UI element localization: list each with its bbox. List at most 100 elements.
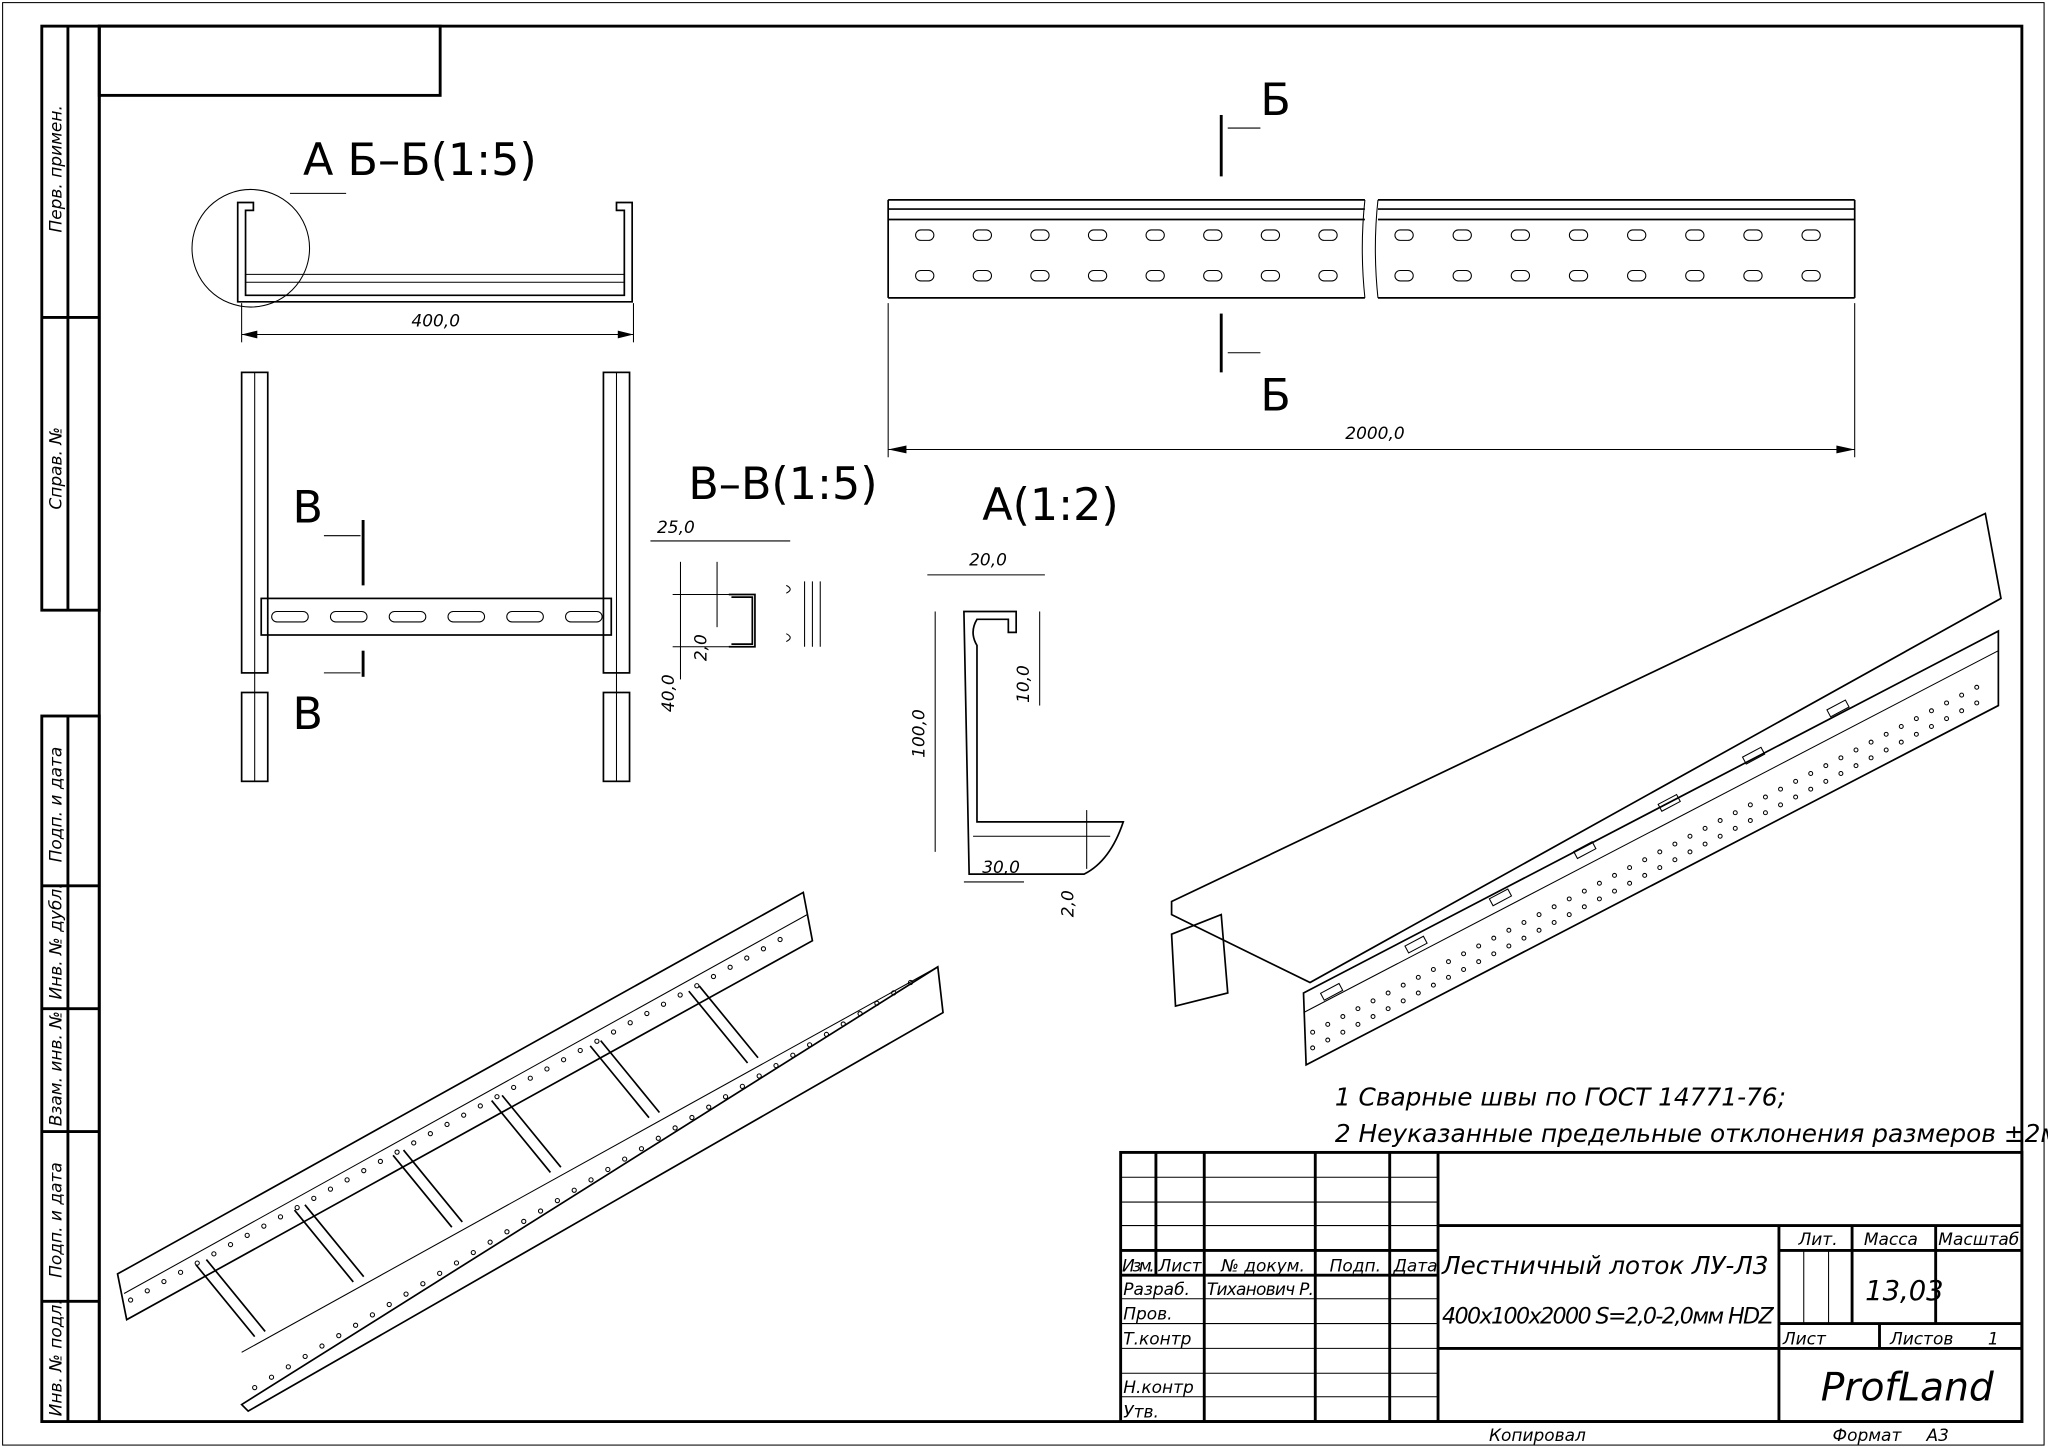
header-doc: № докум. [1220,1256,1305,1276]
rail-hole [144,1288,150,1294]
rail-hole [394,1149,400,1155]
rail-hole [622,1156,628,1162]
tray-hole [1461,951,1467,957]
elevation-hole [1030,229,1050,241]
rail-hole [461,1112,467,1118]
rail-hole [521,1218,527,1225]
tray-hole [1898,723,1904,729]
tray-hole [1370,1014,1376,1020]
tray-hole [1370,998,1376,1004]
rail-hole [610,1029,617,1035]
tray-hole [1959,692,1965,698]
rail-hole [311,1195,317,1201]
rail-hole [677,992,683,998]
rail-hole [605,1166,611,1173]
tray-hole [1551,919,1557,925]
side-label-vzam: Взам. инв. № [46,1011,66,1126]
elevation-hole [1260,229,1281,241]
rail-hole [577,1047,583,1054]
rail-hole [527,1075,533,1081]
company-name: ProfLand [1821,1366,1995,1411]
tray-rung-slot [1404,935,1428,954]
tray-hole [1325,1021,1331,1027]
rail-hole [655,1135,661,1141]
side-label-podp1: Подп. и дата [46,747,66,863]
tray-hole [1853,747,1859,753]
dim-vv-height: 40,0 [659,674,679,712]
rail-hole [891,990,897,996]
tray-hole [1868,739,1874,745]
rail-hole [177,1269,184,1275]
rail-hole [706,1104,712,1110]
tray-hole [1657,849,1663,855]
dim-a-thickness: 2,0 [1059,890,1079,917]
format-value: А3 [1926,1426,1949,1446]
tray-rung-slot [1573,841,1597,860]
rail-hole [377,1158,384,1165]
rail-hole [277,1214,284,1220]
rail-hole [773,1062,779,1069]
tray-hole [1793,778,1799,784]
tray-hole [1732,825,1738,831]
cut-b-bottom: Б [1260,370,1290,421]
rail-hole [807,1042,813,1048]
rail-hole [403,1291,409,1297]
elevation-hole [1743,269,1763,282]
elevation-hole [1203,229,1223,241]
elevation-hole [1087,229,1108,241]
elevation-view: Б Б 2000,0 [887,75,1856,458]
tray-hole [1536,927,1542,933]
rail-hole [477,1103,483,1109]
tray-hole [1778,802,1784,808]
section-vv-label: В–В(1:5) [688,459,877,510]
dim-a-height: 100,0 [910,709,930,758]
rail-hole [361,1168,367,1174]
rail-hole [694,983,700,989]
rail-hole [344,1177,350,1183]
header-date: Дата [1393,1256,1438,1276]
rail-hole [420,1281,426,1287]
side-label-podp2: Подп. и дата [46,1162,66,1278]
tray-hole [1400,998,1406,1004]
tray-hole [1883,731,1889,737]
rail-hole [128,1297,134,1303]
rail-hole [571,1187,577,1193]
tray-hole [1747,802,1753,808]
tray-hole [1476,943,1482,949]
elevation-hole [1452,229,1472,241]
side-strip-top: Перв. примен. Справ. № [40,24,101,612]
isometric-tray [1170,512,2002,1067]
tray-hole [1717,818,1723,824]
sheets-value: 1 [1988,1329,1999,1349]
detail-a-label: А(1:2) [982,480,1118,531]
elevation-hole [1260,269,1281,282]
ladder-rung [293,1204,365,1283]
cut-b-top: Б [1260,75,1290,126]
rail-hole [511,1084,517,1091]
dim-a-lip: 10,0 [1014,665,1034,703]
dim-vv-width: 25,0 [657,518,695,538]
side-label-sprav: Справ. № [46,427,66,510]
rail-hole [336,1333,342,1339]
tray-hole [1853,763,1859,769]
tray-hole [1355,1006,1361,1012]
tray-hole [1944,716,1950,722]
rail-hole [588,1177,594,1183]
tray-hole [1672,841,1678,847]
role-prov: Пров. [1123,1305,1172,1325]
rail-hole [211,1251,217,1257]
elevation-hole [1568,269,1589,282]
tray-hole [1325,1037,1331,1043]
tray-rung-slot [1319,982,1344,1001]
cut-v-bottom: В [293,689,323,740]
rung-slot [388,610,427,623]
rail-hole [470,1249,476,1256]
tray-hole [1340,1029,1346,1035]
tray-hole [1491,935,1497,941]
rail-hole [319,1343,325,1349]
tray-hole [1672,857,1678,863]
tray-hole [1883,747,1889,753]
rail-hole [756,1073,762,1079]
rail-hole [252,1384,258,1391]
tray-hole [1732,810,1738,816]
